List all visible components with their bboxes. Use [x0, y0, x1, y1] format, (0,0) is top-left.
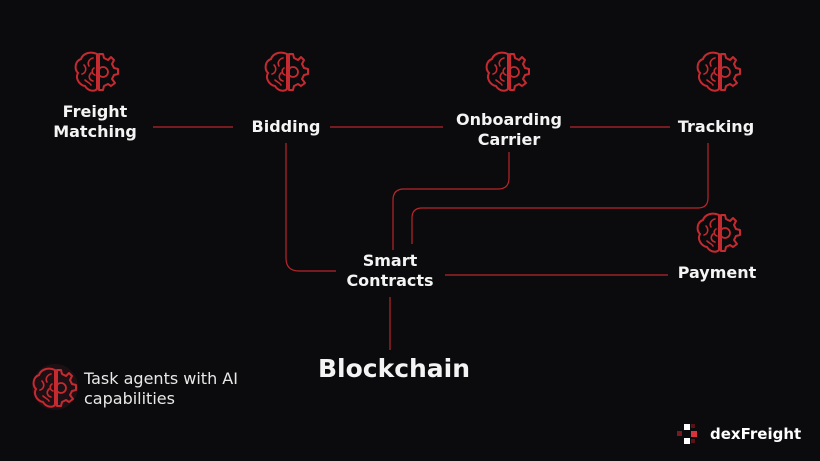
- node-label-line: Onboarding: [456, 110, 562, 129]
- dexfreight-logo-icon: [677, 424, 697, 444]
- node-label-line: Smart: [362, 251, 418, 270]
- ai-brain-gear-icon: [264, 51, 309, 92]
- node-tracking: Tracking: [678, 117, 754, 137]
- node-freight-matching: Freight Matching: [53, 102, 137, 142]
- ai-brain-gear-icon: [696, 51, 741, 92]
- node-label-line: Carrier: [477, 130, 541, 149]
- ai-brain-gear-icon: [485, 51, 530, 92]
- legend-brain-icon: [32, 364, 78, 410]
- connector-lines: [153, 126, 709, 350]
- node-onboarding-carrier: Onboarding Carrier: [456, 110, 562, 150]
- node-label-line: Contracts: [346, 271, 434, 290]
- node-payment: Payment: [678, 263, 757, 283]
- node-label-line: Freight: [62, 102, 128, 121]
- node-label-line: Payment: [677, 263, 757, 282]
- node-label-line: Blockchain: [317, 354, 471, 383]
- node-label-line: Matching: [53, 122, 137, 141]
- ai-brain-gear-icon: [74, 51, 119, 92]
- line-onboarding-to-contracts: [392, 152, 510, 250]
- line-tracking-to-contracts: [411, 143, 709, 244]
- node-label-line: Tracking: [677, 117, 755, 136]
- node-smart-contracts: Smart Contracts: [346, 251, 433, 291]
- node-blockchain: Blockchain: [318, 354, 470, 384]
- legend-label: Task agents with AI capabilities: [84, 369, 238, 408]
- node-bidding: Bidding: [252, 117, 321, 137]
- ai-brain-gear-icon: [696, 212, 741, 253]
- line-bidding-to-contracts: [285, 143, 336, 272]
- brand-logo-text: dexFreight: [710, 425, 802, 443]
- node-label-line: Bidding: [251, 117, 321, 136]
